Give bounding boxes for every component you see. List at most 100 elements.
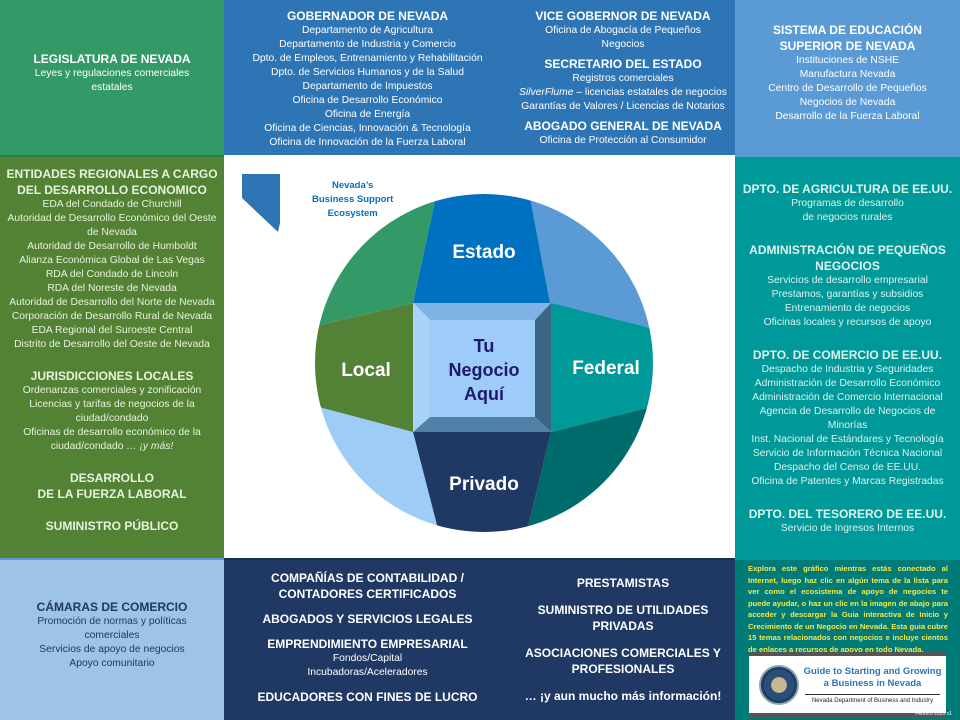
panel-gobernador[interactable]: GOBERNADOR DE NEVADA Departamento de Agri…	[224, 0, 511, 155]
section-heading[interactable]: DPTO. DE COMERCIO DE EE.UU.	[752, 348, 943, 362]
list-item[interactable]: Departamento de Agricultura	[301, 25, 434, 36]
list-item[interactable]: Dpto. de Servicios Humanos y de la Salud	[271, 67, 464, 78]
panel-federal[interactable]: DPTO. DE AGRICULTURA DE EE.UU. Programas …	[735, 155, 960, 558]
list-item[interactable]: Oficina de Protección al Consumidor	[539, 135, 707, 146]
list-item[interactable]: Dpto. de Empleos, Entrenamiento y Rehabi…	[252, 53, 483, 64]
section-heading[interactable]: PRIVADAS	[592, 619, 654, 633]
wheel-segment-federal[interactable]	[551, 303, 670, 432]
list-item[interactable]: ciudad/condado	[75, 413, 149, 424]
section-heading[interactable]: ABOGADOS Y SERVICIOS LEGALES	[262, 612, 473, 626]
section-heading[interactable]: JURISDICCIONES LOCALES	[30, 369, 194, 383]
list-item[interactable]: Prestamos, garantías y subsidios	[771, 289, 924, 300]
list-item[interactable]: Despacho de Industria y Seguridades	[761, 364, 934, 375]
wheel-segment-local[interactable]	[300, 303, 413, 432]
list-item[interactable]: Ordenanzas comerciales y zonificación	[22, 385, 202, 396]
wheel-segment-estado[interactable]	[413, 155, 550, 303]
section-heading[interactable]: CONTADORES CERTIFICADOS	[278, 587, 457, 601]
section-heading[interactable]: ABOGADO GENERAL DE NEVADA	[524, 119, 722, 133]
list-item[interactable]: Negocios	[601, 39, 645, 50]
section-heading[interactable]: SECRETARIO DEL ESTADO	[544, 57, 702, 71]
label-local[interactable]: Local	[341, 360, 391, 381]
section-heading[interactable]: SISTEMA DE EDUCACIÓN	[773, 23, 922, 37]
list-item[interactable]: RDA del Noreste de Nevada	[47, 283, 177, 294]
label-estado[interactable]: Estado	[452, 242, 515, 263]
list-item[interactable]: Registros comerciales	[572, 73, 674, 84]
section-heading[interactable]: ADMINISTRACIÓN DE PEQUEÑOS	[749, 243, 946, 257]
section-heading[interactable]: SUPERIOR DE NEVADA	[779, 39, 916, 53]
section-heading[interactable]: DEL DESARROLLO ECONOMICO	[17, 183, 207, 197]
list-item[interactable]: Manufactura Nevada	[799, 69, 896, 80]
list-item[interactable]: EDA Regional del Suroeste Central	[31, 325, 193, 336]
list-item[interactable]: Servicios de apoyo de negocios	[39, 644, 185, 655]
section-heading[interactable]: COMPAÑÍAS DE CONTABILIDAD /	[271, 571, 464, 585]
wheel-segment-privado[interactable]	[413, 432, 551, 558]
list-item[interactable]: Servicios de desarrollo empresarial	[767, 275, 928, 286]
section-heading[interactable]: VICE GOBERNOR DE NEVADA	[535, 9, 711, 23]
section-heading[interactable]: PROFESIONALES	[571, 662, 675, 676]
list-item[interactable]: Centro de Desarrollo de Pequeños	[768, 83, 927, 94]
panel-camaras[interactable]: CÁMARAS DE COMERCIO Promoción de normas y…	[0, 558, 224, 720]
list-item[interactable]: Promoción de normas y políticas	[37, 616, 187, 627]
section-heading[interactable]: GOBERNADOR DE NEVADA	[286, 9, 449, 23]
label-privado[interactable]: Privado	[449, 474, 519, 495]
list-item[interactable]: Instituciones de NSHE	[795, 55, 900, 66]
section-heading[interactable]: CÁMARAS DE COMERCIO	[36, 600, 188, 614]
list-item[interactable]: Alianza Económica Global de Las Vegas	[19, 255, 205, 266]
panel-privado-derecha[interactable]: PRESTAMISTAS SUMINISTRO DE UTILIDADES PRIV…	[511, 558, 735, 720]
list-item[interactable]: Distrito de Desarrollo del Oeste de Neva…	[14, 339, 210, 350]
list-item[interactable]: Desarrollo de la Fuerza Laboral	[775, 111, 920, 122]
list-item[interactable]: Autoridad de Desarrollo de Humboldt	[27, 241, 197, 252]
section-heading[interactable]: SUMINISTRO PÚBLICO	[45, 519, 179, 533]
panel-local[interactable]: ENTIDADES REGIONALES A CARGO DEL DESARROL…	[0, 155, 224, 558]
section-heading[interactable]: SUMINISTRO DE UTILIDADES	[537, 603, 709, 617]
label-federal[interactable]: Federal	[572, 358, 640, 379]
section-heading[interactable]: DE LA FUERZA LABORAL	[37, 487, 187, 501]
list-item[interactable]: de Nevada	[87, 227, 137, 238]
list-item[interactable]: Oficina de Energía	[324, 109, 411, 120]
list-item[interactable]: Incubadoras/Aceleradores	[307, 667, 428, 678]
section-heading[interactable]: ASOCIACIONES COMERCIALES Y	[525, 646, 721, 660]
list-item[interactable]: Minorías	[827, 420, 868, 431]
list-item[interactable]: Garantías de Valores / Licencias de Nota…	[521, 101, 725, 112]
list-item[interactable]: Oficina de Abogacía de Pequeños	[545, 25, 701, 36]
list-item[interactable]: Agencia de Desarrollo de Negocios de	[759, 406, 936, 417]
section-heading[interactable]: DPTO. DE AGRICULTURA DE EE.UU.	[742, 182, 953, 196]
list-item[interactable]: ciudad/condado … ¡y más!	[0, 440, 224, 454]
list-item[interactable]: Corporación de Desarrollo Rural de Nevad…	[11, 311, 213, 322]
list-item[interactable]: comerciales	[84, 630, 140, 641]
list-item[interactable]: Fondos/Capital	[332, 653, 403, 664]
panel-estado-otros[interactable]: VICE GOBERNOR DE NEVADA Oficina de Abogac…	[511, 0, 735, 155]
section-heading[interactable]: EMPRENDIMIENTO EMPRESARIAL	[267, 637, 468, 651]
list-item[interactable]: SilverFlume – licencias estatales de neg…	[511, 86, 735, 100]
list-item[interactable]: Departamento de Impuestos	[302, 81, 433, 92]
panel-privado-izquierda[interactable]: COMPAÑÍAS DE CONTABILIDAD / CONTADORES CE…	[224, 558, 511, 720]
list-item[interactable]: Licencias y tarifas de negocios de la	[29, 399, 195, 410]
list-item[interactable]: Programas de desarrollo	[791, 198, 904, 209]
list-item[interactable]: Administración de Desarrollo Económico	[754, 378, 941, 389]
list-item[interactable]: Leyes y regulaciones comerciales	[34, 67, 190, 79]
section-heading[interactable]: PRESTAMISTAS	[576, 576, 670, 590]
section-heading[interactable]: … ¡y aun mucho más información!	[524, 689, 722, 703]
list-item[interactable]: Autoridad de Desarrollo del Norte de Nev…	[9, 297, 215, 308]
list-item[interactable]: Inst. Nacional de Estándares y Tecnologí…	[751, 434, 944, 445]
list-item[interactable]: Administración de Comercio Internacional	[752, 392, 943, 403]
section-heading[interactable]: NEGOCIOS	[815, 259, 880, 273]
list-item[interactable]: Oficina de Desarrollo Económico	[292, 95, 443, 106]
panel-educacion-superior[interactable]: SISTEMA DE EDUCACIÓN SUPERIOR DE NEVADA In…	[735, 0, 960, 155]
list-item[interactable]: EDA del Condado de Churchill	[42, 199, 182, 210]
list-item[interactable]: Oficinas de desarrollo económico de la	[23, 427, 201, 438]
list-item[interactable]: Servicio de Información Técnica Nacional	[752, 448, 943, 459]
list-item[interactable]: Servicio de Ingresos Internos	[780, 523, 915, 534]
list-item[interactable]: Autoridad de Desarrollo Económico del Oe…	[7, 213, 217, 224]
list-item[interactable]: Oficina de Innovación de la Fuerza Labor…	[269, 137, 466, 148]
section-heading[interactable]: EDUCADORES CON FINES DE LUCRO	[257, 690, 478, 704]
list-item[interactable]: Oficinas locales y recursos de apoyo	[763, 317, 932, 328]
center-square[interactable]	[430, 320, 535, 417]
section-heading[interactable]: DESARROLLO	[70, 471, 154, 485]
section-heading[interactable]: LEGISLATURA DE NEVADA	[33, 51, 191, 66]
list-item[interactable]: Negocios de Nevada	[799, 97, 896, 108]
section-heading[interactable]: ENTIDADES REGIONALES A CARGO	[6, 167, 218, 181]
list-item[interactable]: Entrenamiento de negocios	[784, 303, 911, 314]
list-item[interactable]: Apoyo comunitario	[69, 658, 155, 669]
